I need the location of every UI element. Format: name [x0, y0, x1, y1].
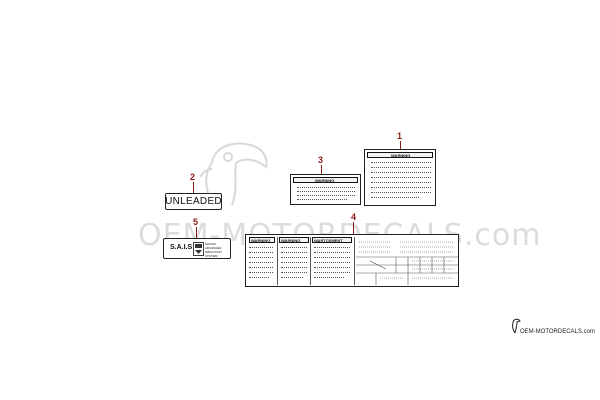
fine-print-line: [371, 177, 431, 178]
fine-print-line: [371, 197, 419, 198]
fine-print-line: [249, 262, 273, 263]
warning-header-text: WARNING: [391, 153, 411, 158]
fine-print-line: [297, 191, 355, 192]
fine-print-line: [281, 252, 307, 253]
fine-print-line: [281, 257, 307, 258]
fine-print-line: [249, 247, 273, 248]
fine-print-line: [371, 192, 431, 193]
leader-line-4: [353, 222, 354, 234]
fine-print-line: [371, 162, 431, 163]
sais-emblem-icon: [193, 242, 204, 256]
fine-print-line: [281, 247, 307, 248]
fine-print-line: [281, 267, 307, 268]
fine-print-line: [314, 272, 350, 273]
fine-print-line: [281, 272, 307, 273]
fine-print-line: [314, 267, 350, 268]
fine-print-line: [371, 182, 431, 183]
leader-line-2: [193, 182, 194, 193]
warning-header-bar: [367, 152, 433, 158]
fine-print-line: [371, 167, 431, 168]
fine-print-line: [249, 252, 273, 253]
column-divider: [277, 237, 278, 285]
fine-print-line: [371, 187, 431, 188]
column-divider: [310, 237, 311, 285]
fine-print-line: [297, 199, 347, 200]
sais-label: S.A.I.S SUZUKI ADVANCED INDUCTION SYSTEM: [163, 238, 231, 259]
fine-print-line: [249, 267, 273, 268]
spec-table: [356, 241, 458, 285]
unleaded-label: UNLEADED: [165, 193, 222, 210]
warning-header-text: WARNING: [315, 178, 335, 183]
warning-label-small: WARNING: [290, 174, 361, 205]
callout-5: 5: [193, 217, 199, 227]
fine-print-line: [249, 277, 269, 278]
leader-line-5: [196, 227, 197, 238]
fine-print-line: [314, 252, 350, 253]
callout-2: 2: [190, 172, 196, 182]
fine-print-line: [314, 262, 350, 263]
warning-label-large: WARNING: [364, 149, 436, 206]
fine-print-line: [371, 172, 431, 173]
fine-print-line: [281, 277, 303, 278]
sais-label-text: SUZUKI ADVANCED INDUCTION SYSTEM: [205, 242, 222, 258]
fine-print-line: [297, 187, 355, 188]
combination-warning-label: WARNING WARNING WARTCEMENT: [245, 234, 459, 287]
fine-print-line: [297, 195, 355, 196]
brand-text: OEM-MOTORDECALS.com: [520, 329, 595, 335]
callout-3: 3: [318, 155, 324, 165]
fine-print-line: [281, 262, 307, 263]
sais-label-title: S.A.I.S: [170, 244, 193, 251]
callout-1: 1: [397, 131, 403, 141]
fine-print-line: [314, 277, 344, 278]
combo-warning-header-1: WARNING: [249, 237, 275, 243]
callout-4: 4: [351, 212, 357, 222]
fine-print-line: [249, 257, 273, 258]
fine-print-line: [249, 272, 273, 273]
brand-bird-icon: [512, 318, 521, 334]
combo-warning-header-3: WARTCEMENT: [312, 237, 352, 243]
combo-warning-header-2: WARNING: [279, 237, 309, 243]
fine-print-line: [314, 247, 350, 248]
leader-line-1: [400, 141, 401, 150]
leader-line-3: [321, 165, 322, 174]
fine-print-line: [314, 257, 350, 258]
column-divider: [354, 237, 355, 285]
warning-header-bar: [293, 177, 358, 183]
